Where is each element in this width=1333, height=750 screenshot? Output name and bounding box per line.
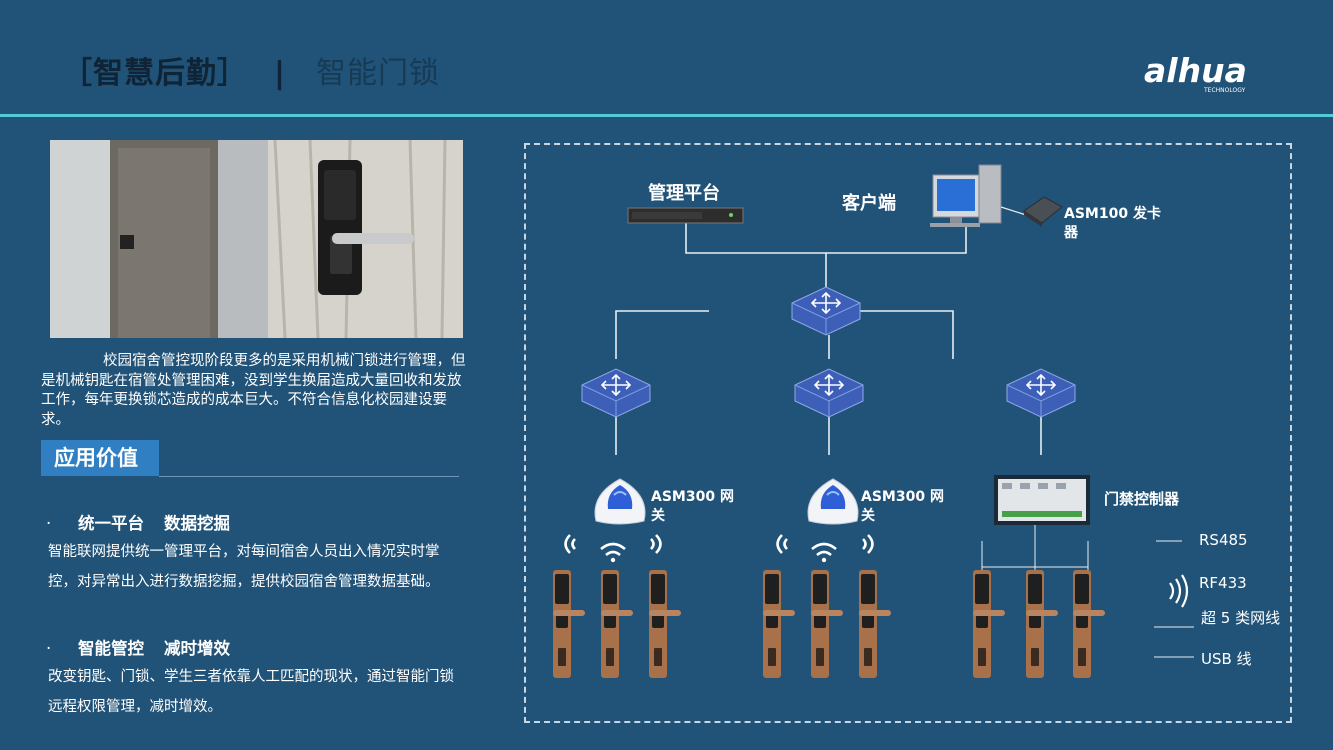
wifi-icon — [776, 533, 789, 555]
page-title: ［智慧后勤］ | 智能门锁 — [62, 48, 440, 92]
feature-title-2: · 智能管控 减时增效 — [46, 635, 230, 659]
feature-title-a: 智能管控 — [78, 639, 144, 658]
label-controller: 门禁控制器 — [1104, 490, 1180, 508]
server-icon — [627, 207, 744, 224]
legend-rs485: RS485 — [1199, 531, 1248, 549]
door-lock-icon — [859, 570, 891, 678]
section-rule — [159, 476, 459, 477]
gateway-icon — [594, 478, 646, 525]
switch-icon — [791, 286, 861, 336]
brand-logo-text: alhua — [1144, 52, 1247, 90]
wifi-icon — [810, 542, 838, 564]
legend-usb: USB 线 — [1201, 650, 1252, 668]
brand-logo: alhua TECHNOLOGY — [1144, 52, 1247, 94]
title-separator: | — [274, 56, 286, 91]
label-gateway-2: ASM300 网关 — [861, 489, 944, 524]
label-gateway-1: ASM300 网关 — [651, 489, 734, 524]
wifi-icon — [564, 533, 577, 555]
door-lock-icon — [763, 570, 795, 678]
door-lock-icon — [649, 570, 681, 678]
label-platform: 管理平台 — [648, 183, 720, 204]
feature-title-b: 减时增效 — [164, 639, 230, 658]
door-lock-icon — [1073, 570, 1105, 678]
feature-text-1: 智能联网提供统一管理平台，对每间宿舍人员出入情况实时掌控，对异常出入进行数据挖掘… — [48, 544, 440, 590]
wifi-icon — [861, 533, 874, 555]
switch-icon — [581, 368, 651, 418]
rf433-icon — [1169, 574, 1189, 608]
door-lock-icon — [811, 570, 843, 678]
card-reader-icon — [1023, 196, 1063, 227]
brand-logo-subtext: TECHNOLOGY — [1203, 87, 1246, 94]
feature-title-b: 数据挖掘 — [164, 514, 230, 533]
feature-title-1: · 统一平台 数据挖掘 — [46, 510, 230, 534]
controller-icon — [994, 475, 1090, 525]
door-lock-icon — [553, 570, 585, 678]
legend-rf433: RF433 — [1199, 574, 1247, 592]
feature-bullet: · — [46, 514, 52, 533]
feature-text-2: 改变钥匙、门锁、学生三者依靠人工匹配的现状，通过智能门锁远程权限管理，减时增效。 — [48, 669, 454, 715]
door-lock-photo — [50, 140, 463, 338]
label-card-issuer: ASM100 发卡器 — [1064, 206, 1161, 241]
door-lock-icon — [1026, 570, 1058, 678]
computer-icon — [930, 164, 1002, 227]
title-category: ［智慧后勤］ — [62, 56, 248, 91]
door-lock-icon — [601, 570, 633, 678]
intro-paragraph: 校园宿舍管控现阶段更多的是采用机械门锁进行管理，但是机械钥匙在宿管处管理困难，没… — [41, 353, 466, 428]
legend-cat5: 超 5 类网线 — [1201, 609, 1281, 627]
title-main: 智能门锁 — [315, 56, 440, 91]
wifi-icon — [649, 533, 662, 555]
feature-title-a: 统一平台 — [78, 514, 144, 533]
wifi-icon — [599, 542, 627, 564]
switch-icon — [794, 368, 864, 418]
switch-icon — [1006, 368, 1076, 418]
section-title: 应用价值 — [41, 440, 159, 476]
header-divider — [0, 114, 1333, 117]
feature-bullet: · — [46, 639, 52, 658]
gateway-icon — [807, 478, 859, 525]
network-diagram: 管理平台 客户端 ASM100 发卡器 ASM300 网关 ASM300 网关 … — [524, 143, 1292, 723]
label-client: 客户端 — [842, 193, 896, 214]
door-lock-icon — [973, 570, 1005, 678]
